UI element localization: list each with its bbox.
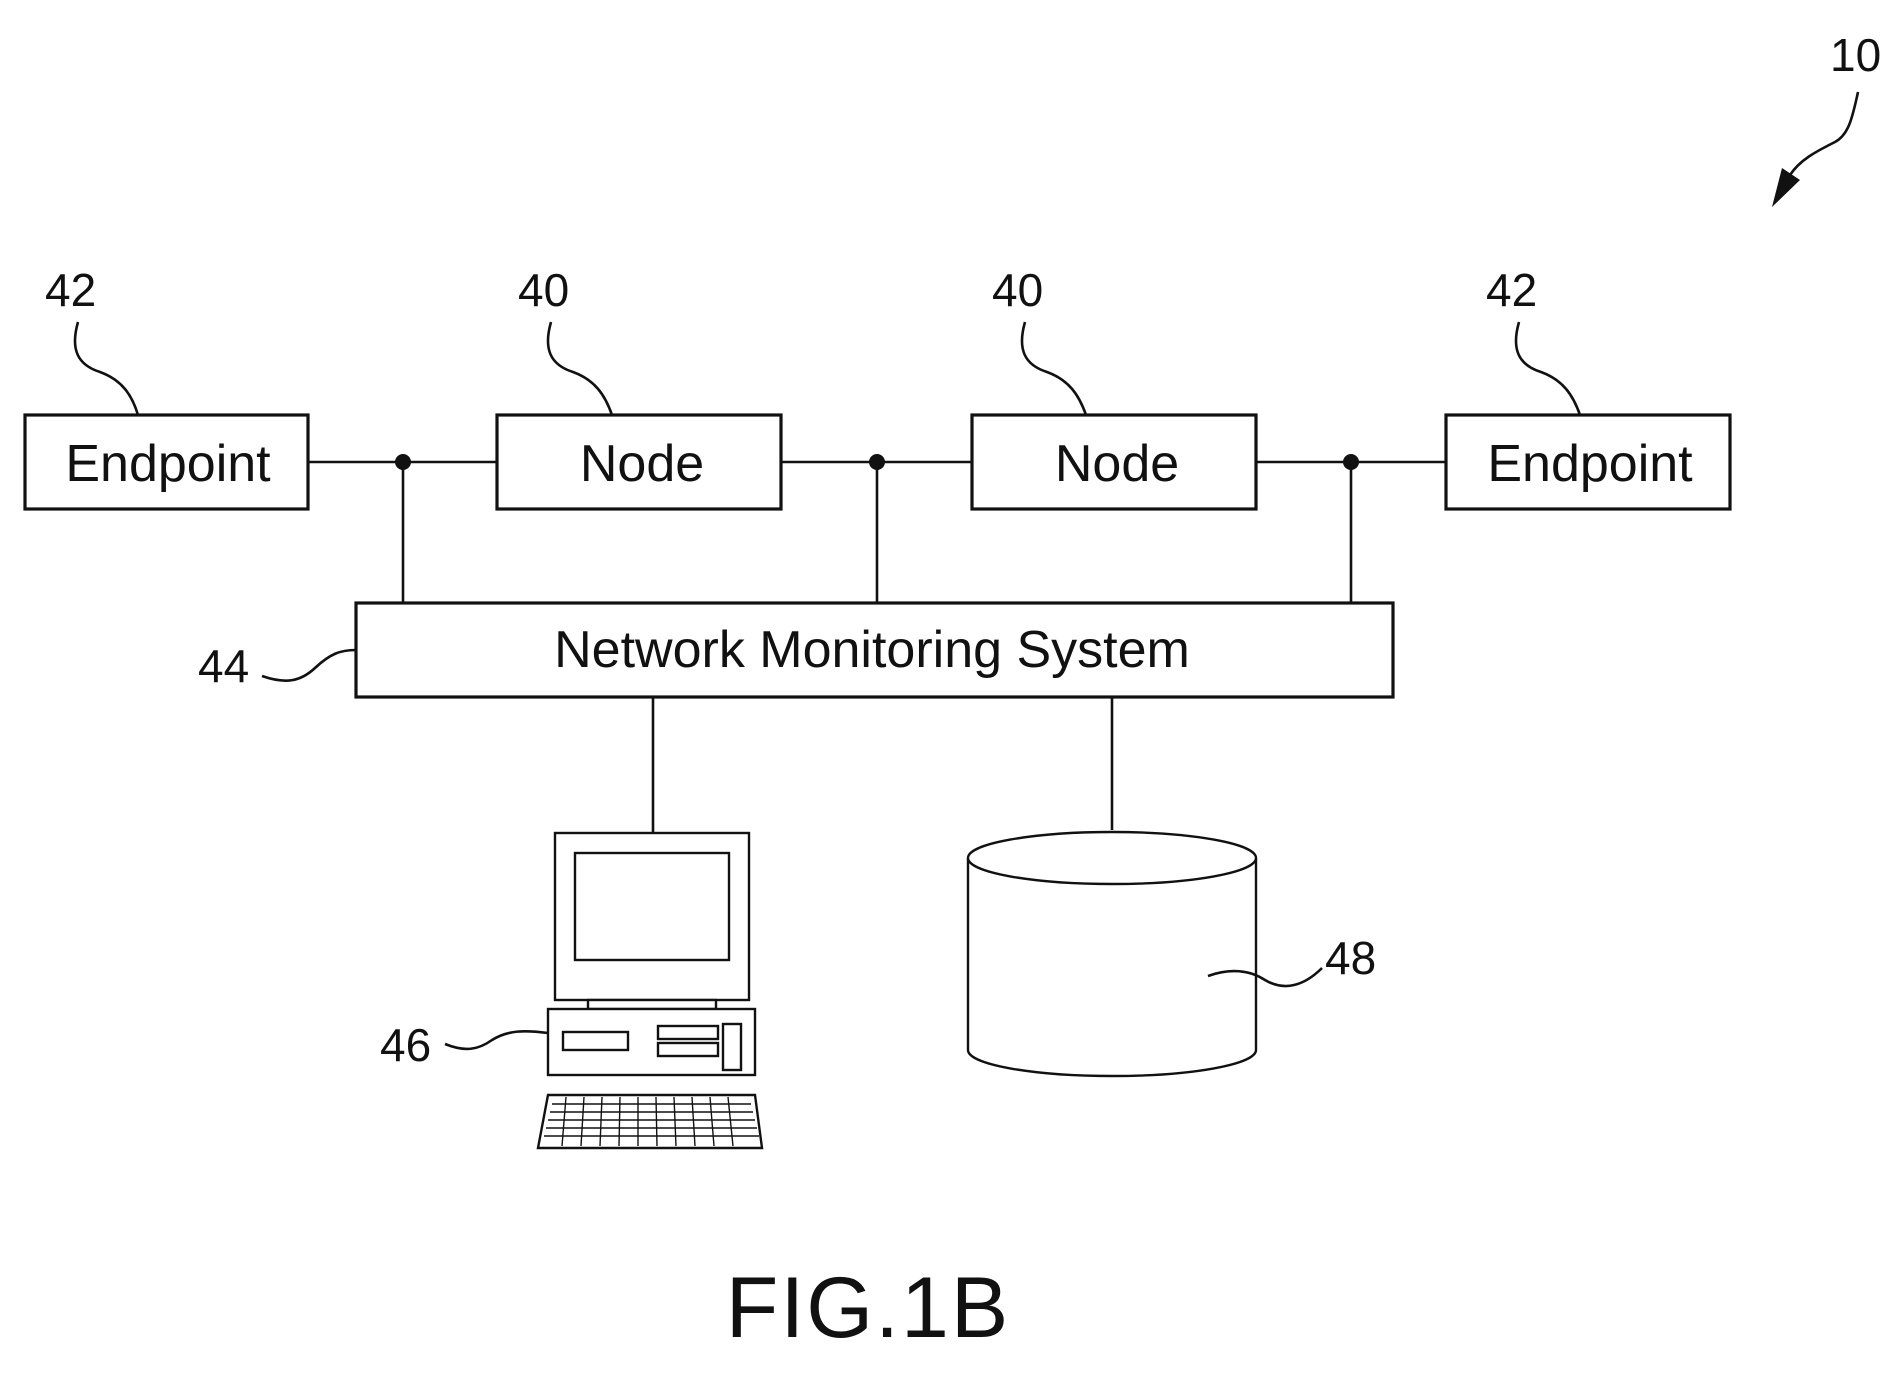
computer-icon [538,833,762,1148]
drive-bay-1 [658,1026,718,1039]
ref-database: 48 [1325,932,1376,984]
tap-junction-3 [1343,454,1359,470]
ref-endpoint-right: 42 [1486,264,1537,316]
drive-bay-2 [658,1043,718,1056]
ref-endpoint-left: 42 [45,264,96,316]
leader-node-left [548,322,612,415]
ref-system: 10 [1830,29,1881,81]
monitor-stand [588,1000,716,1009]
tap-junction-1 [395,454,411,470]
tap-junction-2 [869,454,885,470]
front-panel [723,1024,741,1070]
database-body [968,858,1256,1076]
drive-slot-left [563,1032,628,1050]
leader-monitoring-system [262,650,356,681]
ref-computer: 46 [380,1019,431,1071]
leader-system [1790,92,1858,175]
database-icon [968,832,1256,1076]
leader-computer [445,1031,548,1049]
monitor-screen [575,853,729,960]
figure-caption: FIG.1B [726,1260,1010,1356]
leader-endpoint-left [75,322,138,415]
endpoint-right-label: Endpoint [1487,435,1693,493]
database-top [968,832,1256,884]
ref-node-left: 40 [518,264,569,316]
leader-endpoint-right [1516,322,1580,415]
ref-node-right: 40 [992,264,1043,316]
leader-node-right [1022,322,1086,415]
node-right-label: Node [1055,435,1179,493]
arrowhead-system [1772,168,1800,207]
ref-monitoring-system: 44 [198,640,249,692]
monitoring-system-label: Network Monitoring System [554,621,1190,679]
node-left-label: Node [580,435,704,493]
endpoint-left-label: Endpoint [65,435,271,493]
